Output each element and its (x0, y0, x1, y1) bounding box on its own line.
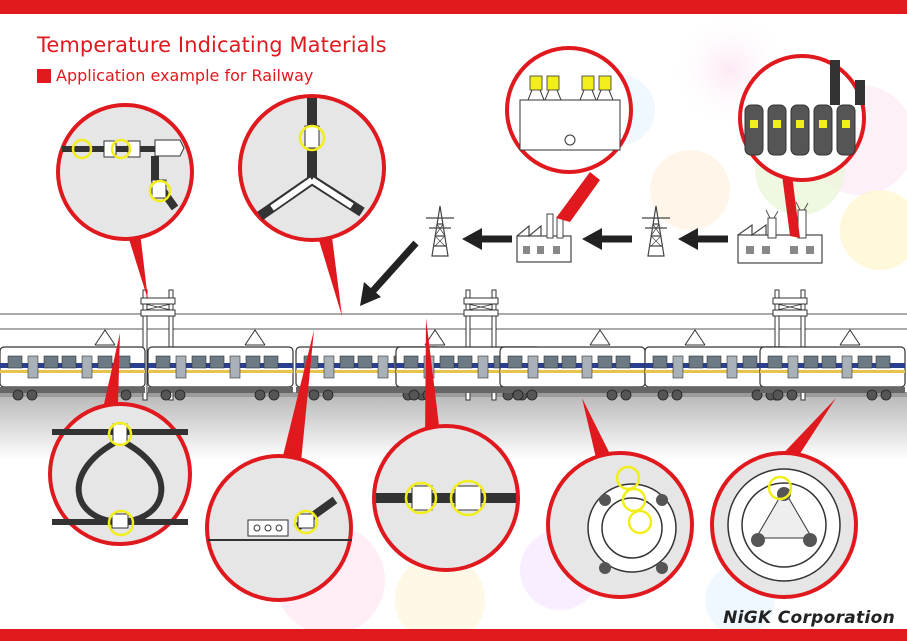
overhead-wires (0, 313, 907, 330)
callout-wheel-hub (710, 451, 858, 599)
callout-bar-connectors (372, 424, 520, 572)
arrow-left-icon (678, 228, 728, 250)
callout-cable-joint (56, 103, 194, 241)
pantographs (94, 329, 861, 346)
factory-icon (516, 213, 572, 263)
page-title: Temperature Indicating Materials (37, 33, 387, 57)
arrow-left-icon (582, 228, 632, 250)
company-logo-text: NiGK Corporation (723, 608, 895, 628)
callout-insulators (505, 46, 633, 174)
transmission-tower-icon (425, 205, 455, 257)
arrow-left-icon (462, 228, 512, 250)
page-subtitle: Application example for Railway (37, 66, 313, 85)
callout-loop-cable (48, 402, 192, 546)
top-red-bar (0, 0, 907, 14)
bullet-square-icon (37, 68, 51, 83)
callout-pointers (104, 172, 836, 472)
arrow-down-left-icon (360, 240, 419, 306)
callout-wheel-bearing (546, 451, 694, 599)
rail (0, 392, 907, 397)
subtitle-text: Application example for Railway (56, 66, 314, 85)
power-plant-icon (737, 201, 823, 264)
callout-cable-terminations (738, 54, 866, 182)
bottom-red-bar (0, 629, 907, 641)
train-icon (0, 346, 906, 401)
callout-cable-stickers (205, 454, 353, 602)
callout-y-branch (238, 94, 386, 242)
